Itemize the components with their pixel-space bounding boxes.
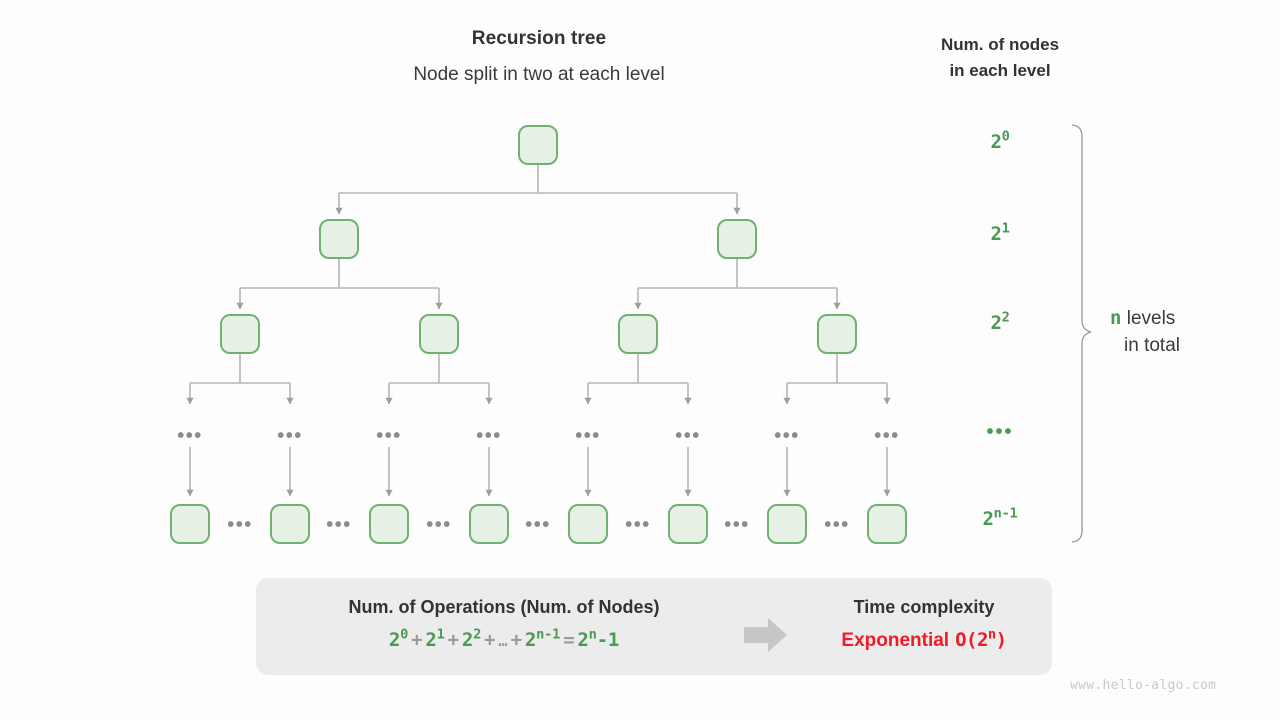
summary-panel xyxy=(256,578,1052,675)
formula-operator-3: + xyxy=(484,629,496,651)
complexity-bigo-prefix: O(2 xyxy=(955,629,988,651)
tree-node[interactable] xyxy=(170,504,210,544)
ellipsis-marker: ••• xyxy=(426,514,452,536)
ellipsis-marker: ••• xyxy=(525,514,551,536)
ellipsis-marker: ••• xyxy=(177,425,203,447)
level-count-exponent: 2 xyxy=(1001,309,1010,326)
level-count-exponent: 0 xyxy=(1001,128,1010,145)
levels-word: levels xyxy=(1126,308,1176,329)
formula-result-exp: n xyxy=(588,626,597,643)
count-header-line-2: in each level xyxy=(949,61,1051,80)
formula-term-4: 2 xyxy=(524,629,537,651)
levels-brace xyxy=(1071,124,1092,543)
formula-term-1-exp: 0 xyxy=(400,626,409,643)
complexity-bigo-suffix: ) xyxy=(995,629,1007,651)
level-count-1: 21 xyxy=(940,220,1060,245)
right-arrow-icon xyxy=(744,618,787,652)
tree-node[interactable] xyxy=(867,504,907,544)
tree-node[interactable] xyxy=(767,504,807,544)
ellipsis-marker: ••• xyxy=(476,425,502,447)
tree-ellipsis-row: ••• ••• ••• ••• ••• ••• ••• ••• xyxy=(177,425,900,447)
edges-level-1-to-2 xyxy=(236,258,841,310)
formula-term-2: 2 xyxy=(425,629,437,651)
ellipsis-marker: ••• xyxy=(277,425,303,447)
total-levels-annotation: n levels in total xyxy=(1110,305,1260,359)
tree-node[interactable] xyxy=(469,504,509,544)
level-count-last: 2n-1 xyxy=(940,505,1060,530)
edges-ellipsis-to-leaves xyxy=(186,447,891,497)
tree-nodes-level-1 xyxy=(319,219,757,259)
formula-term-3: 2 xyxy=(461,629,474,651)
page-title: Recursion tree xyxy=(471,28,607,49)
formula-term-1: 2 xyxy=(388,629,401,651)
ellipsis-marker: ••• xyxy=(824,514,850,536)
tree-node[interactable] xyxy=(319,219,359,259)
time-complexity-title: Time complexity xyxy=(853,597,995,617)
ellipsis-marker: ••• xyxy=(376,425,402,447)
tree-node[interactable] xyxy=(618,314,658,354)
tree-node[interactable] xyxy=(419,314,459,354)
ellipsis-marker: ••• xyxy=(774,425,800,447)
formula-operator-2: + xyxy=(447,629,459,651)
complexity-bigo: O(2n) xyxy=(949,626,1007,651)
edges-level-2-to-ellipsis xyxy=(186,353,891,405)
formula-term-4-exp: n-1 xyxy=(536,626,561,643)
tree-node[interactable] xyxy=(568,504,608,544)
tree-nodes-level-2 xyxy=(220,314,857,354)
level-count-base: 2 xyxy=(990,312,1002,334)
tree-node[interactable] xyxy=(369,504,409,544)
level-count-base: 2 xyxy=(982,508,994,530)
page-subtitle: Node split in two at each level xyxy=(413,64,665,85)
level-count-2: 22 xyxy=(940,309,1060,334)
formula-operator-4: + xyxy=(510,629,522,651)
tree-node[interactable] xyxy=(220,314,260,354)
formula-equals: = xyxy=(563,629,575,651)
ellipsis-marker: ••• xyxy=(724,514,750,536)
level-count-0: 20 xyxy=(940,128,1060,153)
tree-node[interactable] xyxy=(817,314,857,354)
levels-n-symbol: n xyxy=(1110,307,1122,329)
level-count-exponent: n-1 xyxy=(993,505,1018,522)
leaf-row-gap-ellipses: ••• ••• ••• ••• ••• ••• ••• xyxy=(227,514,850,536)
formula-term-3-exp: 2 xyxy=(473,626,482,643)
ellipsis-marker: ••• xyxy=(575,425,601,447)
complexity-bigo-exponent: n xyxy=(987,626,996,643)
formula-ellipsis: … xyxy=(498,632,508,650)
levels-total-word: in total xyxy=(1124,335,1180,356)
node-count-column-header: Num. of nodes in each level xyxy=(900,32,1100,84)
level-count-base: 2 xyxy=(990,131,1002,153)
tree-node[interactable] xyxy=(717,219,757,259)
count-header-line-1: Num. of nodes xyxy=(940,35,1060,54)
watermark: www.hello-algo.com xyxy=(1070,678,1217,693)
tree-node[interactable] xyxy=(518,125,558,165)
edges-level-0-to-1 xyxy=(335,164,741,215)
ellipsis-marker: ••• xyxy=(625,514,651,536)
level-count-dots: ••• xyxy=(986,421,1014,443)
ellipsis-marker: ••• xyxy=(227,514,253,536)
formula-result-tail: -1 xyxy=(596,629,620,651)
ellipsis-marker: ••• xyxy=(675,425,701,447)
tree-nodes-level-0 xyxy=(518,125,558,165)
level-count-base: 2 xyxy=(990,223,1002,245)
operations-title: Num. of Operations (Num. of Nodes) xyxy=(348,597,660,617)
complexity-word: Exponential xyxy=(841,630,950,651)
formula-term-2-exp: 1 xyxy=(436,626,445,643)
formula-operator-1: + xyxy=(411,629,423,651)
formula-result-base: 2 xyxy=(577,629,589,651)
tree-node[interactable] xyxy=(668,504,708,544)
tree-nodes-leaf-row xyxy=(170,504,907,544)
tree-node[interactable] xyxy=(270,504,310,544)
ellipsis-marker: ••• xyxy=(874,425,900,447)
operations-formula: 20+21+22+…+2n-1=2n-1 xyxy=(256,626,752,651)
operations-summary: Num. of Operations (Num. of Nodes) 20+21… xyxy=(256,597,752,651)
level-count-ellipsis: ••• xyxy=(940,421,1060,444)
level-count-exponent: 1 xyxy=(1001,220,1010,237)
ellipsis-marker: ••• xyxy=(326,514,352,536)
